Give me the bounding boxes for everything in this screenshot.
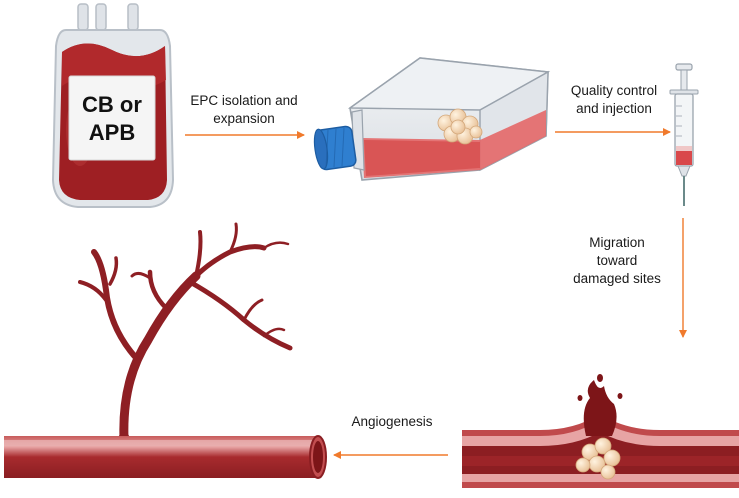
blood-bag-label: CB or APB xyxy=(70,78,154,160)
blood-bag-label-line1: CB or xyxy=(82,92,142,117)
blood-vessel-icon xyxy=(4,435,327,479)
migration-line3: damaged sites xyxy=(573,271,661,286)
syringe-icon xyxy=(669,63,699,206)
step-label-isolation: EPC isolation and expansion xyxy=(180,92,308,128)
step-label-angiogenesis: Angiogenesis xyxy=(340,413,444,431)
vascular-tree-icon xyxy=(78,222,293,458)
quality-line2: and injection xyxy=(576,101,652,116)
migration-line1: Migration xyxy=(589,235,645,250)
angiogenesis-label: Angiogenesis xyxy=(351,414,433,429)
step-label-quality: Quality control and injection xyxy=(558,82,670,118)
isolation-line1: EPC isolation and xyxy=(190,93,298,108)
migration-line2: toward xyxy=(596,253,638,268)
damaged-vessel-icon xyxy=(462,374,739,488)
culture-flask-icon xyxy=(313,57,551,181)
cell-cluster-icon xyxy=(437,108,483,145)
quality-line1: Quality control xyxy=(570,83,658,98)
step-label-migration: Migration toward damaged sites xyxy=(562,234,672,288)
blood-bag-label-line2: APB xyxy=(88,120,136,145)
isolation-line2: expansion xyxy=(213,111,275,126)
blood-bag-label-panel xyxy=(68,75,156,161)
blood-bag-icon xyxy=(51,3,175,208)
